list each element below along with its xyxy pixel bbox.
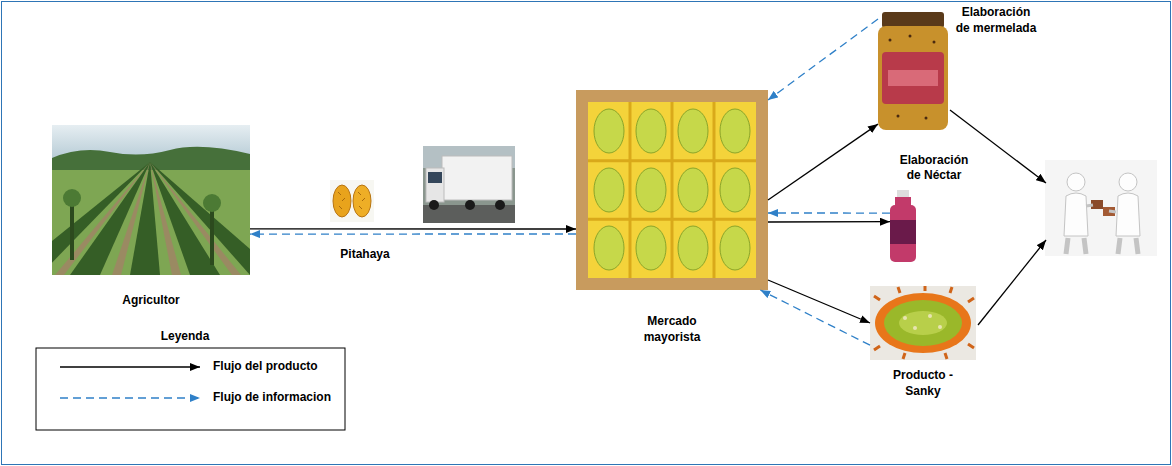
- node-label: Mercado mayorista: [627, 314, 717, 345]
- product-flow-arrow: [978, 240, 1046, 325]
- node-label: Agricultor: [52, 293, 250, 309]
- photo-node: Mercado mayorista: [576, 90, 768, 290]
- information-flow-arrow: [768, 212, 890, 213]
- information-flow-arrow: [768, 19, 878, 100]
- photo-node: Elaboración de Néctar: [890, 190, 916, 262]
- photo-node: Elaboración de mermelada: [878, 12, 948, 130]
- edge-label: Pitahaya: [338, 247, 391, 263]
- pitahaya-picture: [330, 180, 374, 222]
- legend-heading: Leyenda: [100, 329, 270, 345]
- consumer-picture: [1045, 160, 1157, 256]
- legend-box: [36, 348, 345, 430]
- legend-text: Flujo del producto: [213, 359, 318, 375]
- product-flow-arrow: [768, 221, 890, 223]
- node-label: Producto - Sanky: [883, 368, 963, 399]
- photo-node: Agricultor: [52, 125, 250, 275]
- legend-sample-line: [60, 366, 200, 367]
- node-label: Elaboración de Néctar: [894, 153, 974, 184]
- plantation-picture: [52, 125, 250, 275]
- photo-node: Producto - Sanky: [870, 286, 976, 360]
- node-label: Elaboración de mermelada: [954, 5, 1038, 36]
- nectar-bottle-picture: [890, 190, 916, 262]
- truck-picture: [423, 146, 515, 223]
- fruit-box-picture: [576, 90, 768, 290]
- product-flow-arrow: [768, 124, 878, 200]
- information-flow-arrow: [250, 233, 576, 234]
- legend-text: Flujo de informacion: [213, 390, 331, 406]
- legend-sample-line: [60, 397, 200, 398]
- information-flow-arrow: [760, 290, 870, 345]
- jam-jar-picture: [878, 12, 948, 130]
- sanky-fruit-picture: [870, 286, 976, 360]
- product-flow-arrow: [250, 228, 576, 229]
- product-flow-arrow: [950, 110, 1046, 183]
